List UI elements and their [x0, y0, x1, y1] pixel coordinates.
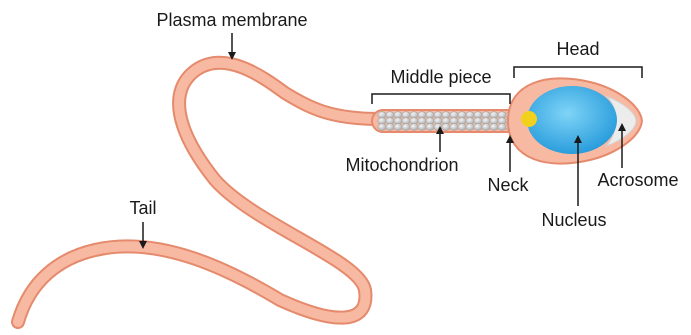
mitochondrion-bead — [410, 124, 418, 131]
plasma-membrane-label: Plasma membrane — [156, 10, 307, 30]
mitochondrion-bead — [378, 124, 386, 131]
acrosome-label: Acrosome — [597, 170, 678, 190]
head-bracket — [514, 67, 642, 78]
neck-label: Neck — [487, 175, 529, 195]
middle-piece-label: Middle piece — [390, 67, 491, 87]
head-label: Head — [556, 39, 599, 59]
mitochondrion-bead — [458, 124, 466, 131]
mitochondrion-bead — [482, 124, 490, 131]
centriole — [521, 111, 537, 127]
mitochondrion-bead — [490, 124, 498, 131]
mitochondrion-bead — [386, 124, 394, 131]
mitochondrion-bead — [498, 124, 506, 131]
mitochondrion-label: Mitochondrion — [345, 155, 458, 175]
mitochondrion-bead — [402, 124, 410, 131]
nucleus-body — [527, 86, 617, 154]
middle-piece-bracket — [372, 94, 510, 104]
mitochondrion-bead — [418, 124, 426, 131]
tail-label: Tail — [129, 198, 156, 218]
mitochondrion-bead — [466, 124, 474, 131]
mitochondrion-bead — [450, 124, 458, 131]
mitochondria-chain — [378, 112, 514, 131]
tail — [18, 63, 380, 322]
mitochondrion-bead — [394, 124, 402, 131]
mitochondrion-bead — [442, 124, 450, 131]
mitochondrion-bead — [426, 124, 434, 131]
nucleus-label: Nucleus — [541, 210, 606, 230]
mitochondrion-bead — [474, 124, 482, 131]
